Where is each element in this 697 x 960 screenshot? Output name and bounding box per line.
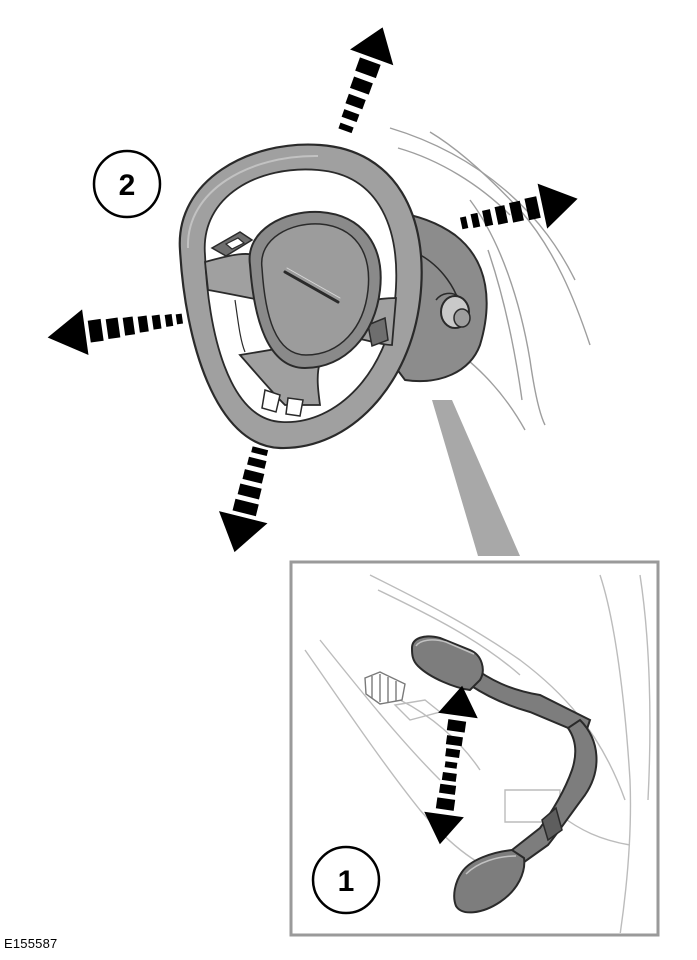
adjust-arrow-up-icon: [338, 27, 394, 134]
callout-1-label: 1: [338, 865, 355, 898]
steering-wheel: [178, 143, 423, 450]
callout-2-label: 2: [119, 169, 136, 202]
accelerator-pedal: [453, 718, 598, 914]
callout-2: 2: [92, 149, 162, 219]
callout-1: 1: [311, 845, 381, 915]
pedal-sensor: [364, 671, 406, 705]
steering-wheel-adjust-arrows: [47, 27, 578, 553]
adjust-arrow-left-icon: [47, 309, 184, 355]
pedal-adjust-arrow-icon: [424, 685, 478, 845]
ignition-stalk: [435, 292, 471, 329]
figure-reference-code: E155587: [4, 936, 58, 951]
inset-pointer: [432, 400, 520, 556]
adjust-arrow-right-icon: [459, 183, 578, 230]
footwell-lines: [304, 574, 651, 933]
adjust-arrow-down-icon: [218, 446, 269, 553]
